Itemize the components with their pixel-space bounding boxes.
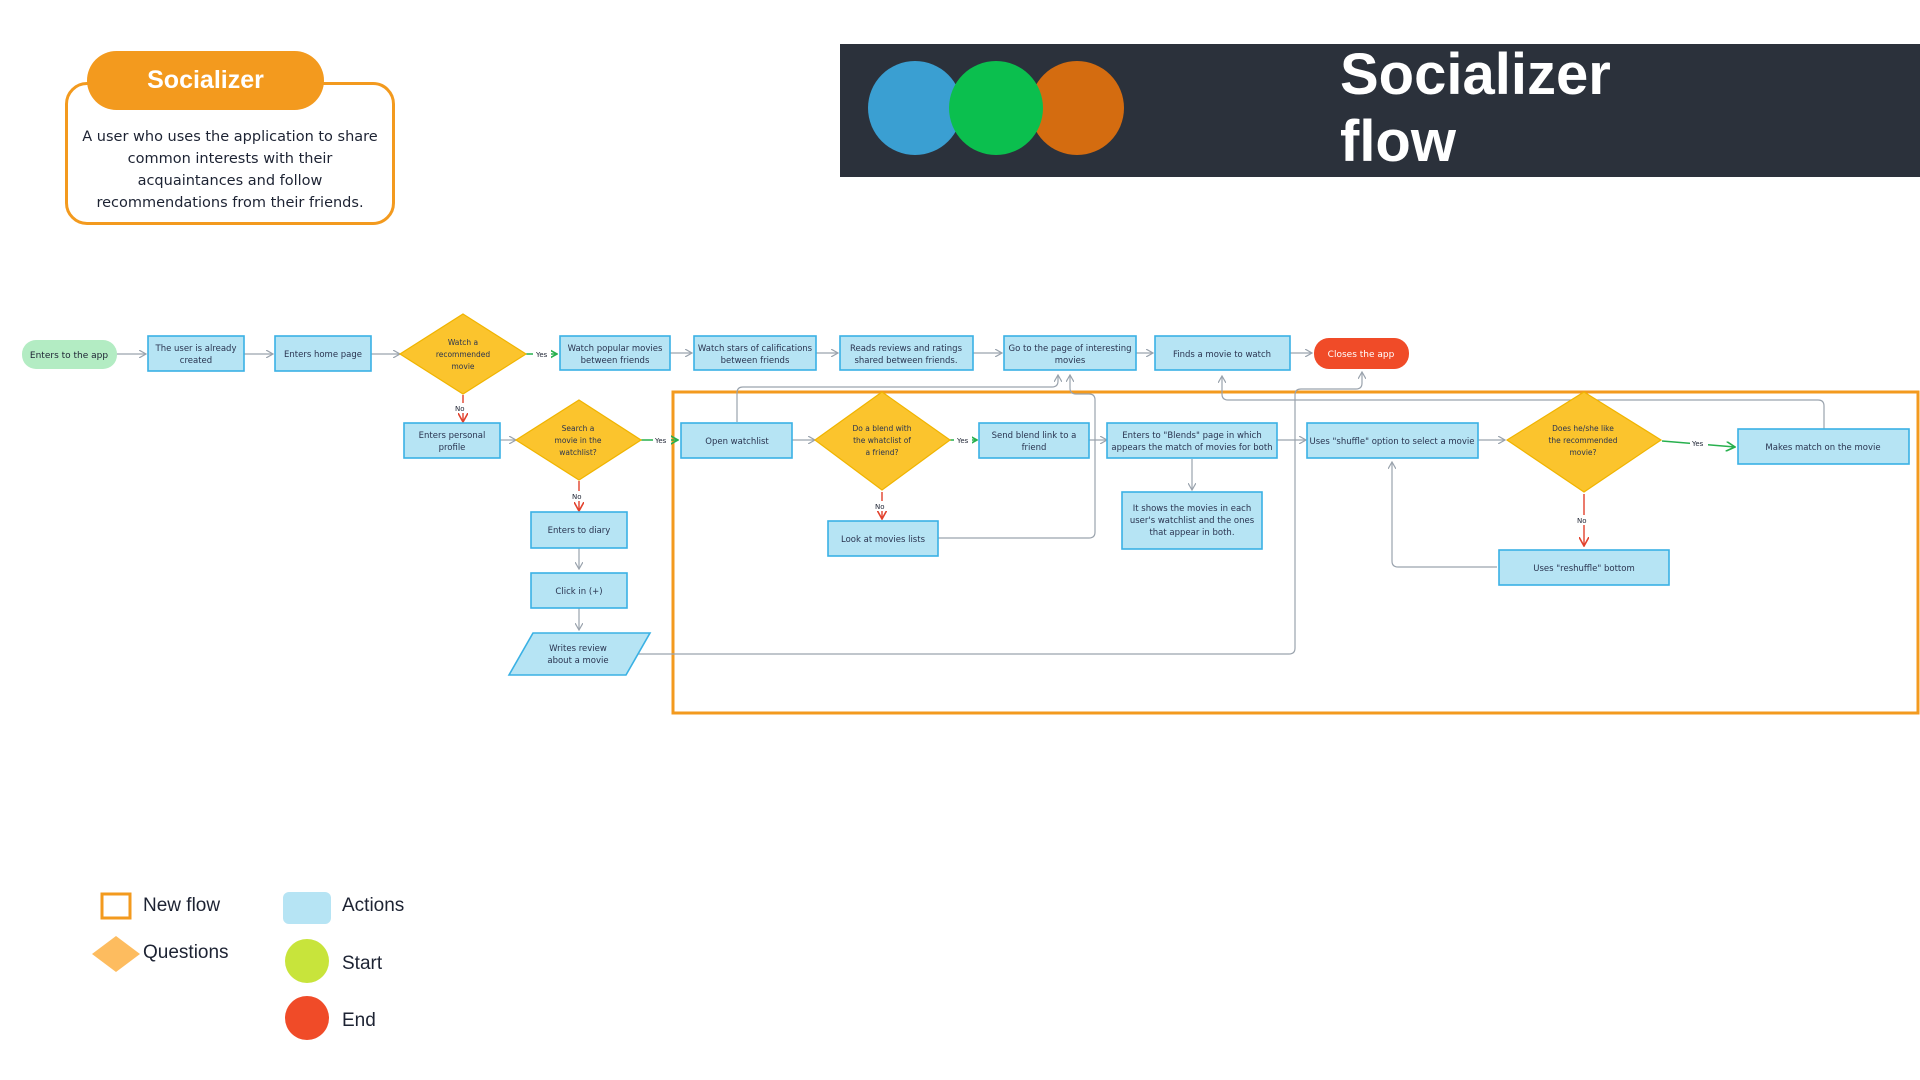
node-watch-stars	[693, 335, 817, 371]
legend-actions-label: Actions	[342, 895, 405, 916]
svg-text:Closes the app: Closes the app	[1328, 350, 1395, 360]
text-uses-shuffle: Uses "shuffle" option to select a movie	[1310, 437, 1475, 447]
legend-new-flow-swatch	[100, 892, 132, 920]
logo-orange-circle	[1030, 61, 1124, 155]
logo-blue-circle	[868, 61, 962, 155]
node-enters-blends	[1106, 422, 1278, 459]
text-click-plus: Click in (+)	[555, 587, 602, 597]
node-open-watchlist	[680, 422, 793, 459]
node-go-page	[1003, 335, 1137, 371]
node-uses-reshuffle	[1498, 549, 1670, 586]
label-no-likes: No	[1577, 517, 1587, 525]
legend-start-swatch	[285, 939, 329, 983]
edge-looklists-page	[938, 375, 1096, 539]
node-send-blend	[978, 422, 1090, 459]
node-enters-profile	[403, 422, 501, 459]
svg-text:Enters to the app: Enters to the app	[30, 351, 108, 361]
node-click-plus	[530, 572, 628, 609]
edge-writes-closes	[638, 372, 1362, 655]
text-enters-home: Enters home page	[284, 350, 362, 360]
label-yes-likes: Yes	[1691, 440, 1704, 448]
persona-description: A user who uses the application to share…	[82, 129, 378, 211]
legend-questions-label: Questions	[143, 942, 229, 963]
node-shows-movies	[1121, 491, 1263, 550]
legend-end-swatch	[285, 996, 329, 1040]
node-uses-shuffle	[1306, 422, 1479, 459]
legend-end-label: End	[342, 1010, 376, 1031]
node-enters-app: Enters to the app	[22, 340, 117, 369]
node-user-created	[147, 335, 245, 372]
label-yes-watch: Yes	[535, 351, 548, 359]
legend-action-swatch	[283, 892, 331, 924]
text-finds-movie: Finds a movie to watch	[1173, 350, 1271, 360]
label-no-search: No	[572, 493, 582, 501]
node-search-watchlist	[514, 399, 643, 481]
label-yes-search: Yes	[654, 437, 667, 445]
node-writes-review	[507, 632, 652, 676]
node-look-lists	[827, 520, 939, 557]
legend-new-flow-label: New flow	[143, 895, 221, 916]
edge-makesmatch-finds	[1222, 376, 1825, 429]
node-reads-reviews	[839, 335, 974, 371]
node-enters-home	[274, 335, 372, 372]
edge-openwatchlist-up	[736, 375, 1058, 422]
node-finds-movie	[1154, 335, 1291, 371]
label-no-watch: No	[455, 405, 465, 413]
node-watch-popular	[559, 335, 671, 371]
node-watch-recommended	[398, 313, 528, 395]
node-closes-app: Closes the app	[1314, 338, 1409, 369]
text-open-watchlist: Open watchlist	[705, 437, 769, 447]
overlapping-circles-logo	[868, 61, 1124, 155]
persona-name: Socializer	[87, 51, 324, 110]
legend-question-swatch	[92, 936, 140, 972]
node-enters-diary	[530, 511, 628, 549]
node-likes-recommended	[1505, 391, 1663, 493]
text-makes-match: Makes match on the movie	[1765, 443, 1880, 453]
legend-start-label: Start	[342, 953, 383, 974]
node-do-blend	[813, 391, 952, 491]
text-uses-reshuffle: Uses "reshuffle" bottom	[1533, 564, 1634, 574]
node-makes-match	[1737, 428, 1910, 465]
label-no-blend: No	[875, 503, 885, 511]
label-yes-blend: Yes	[956, 437, 969, 445]
text-enters-diary: Enters to diary	[548, 526, 611, 536]
edge-reshuffle-shuffle	[1392, 462, 1497, 568]
text-look-lists: Look at movies lists	[841, 535, 926, 545]
logo-green-circle	[949, 61, 1043, 155]
